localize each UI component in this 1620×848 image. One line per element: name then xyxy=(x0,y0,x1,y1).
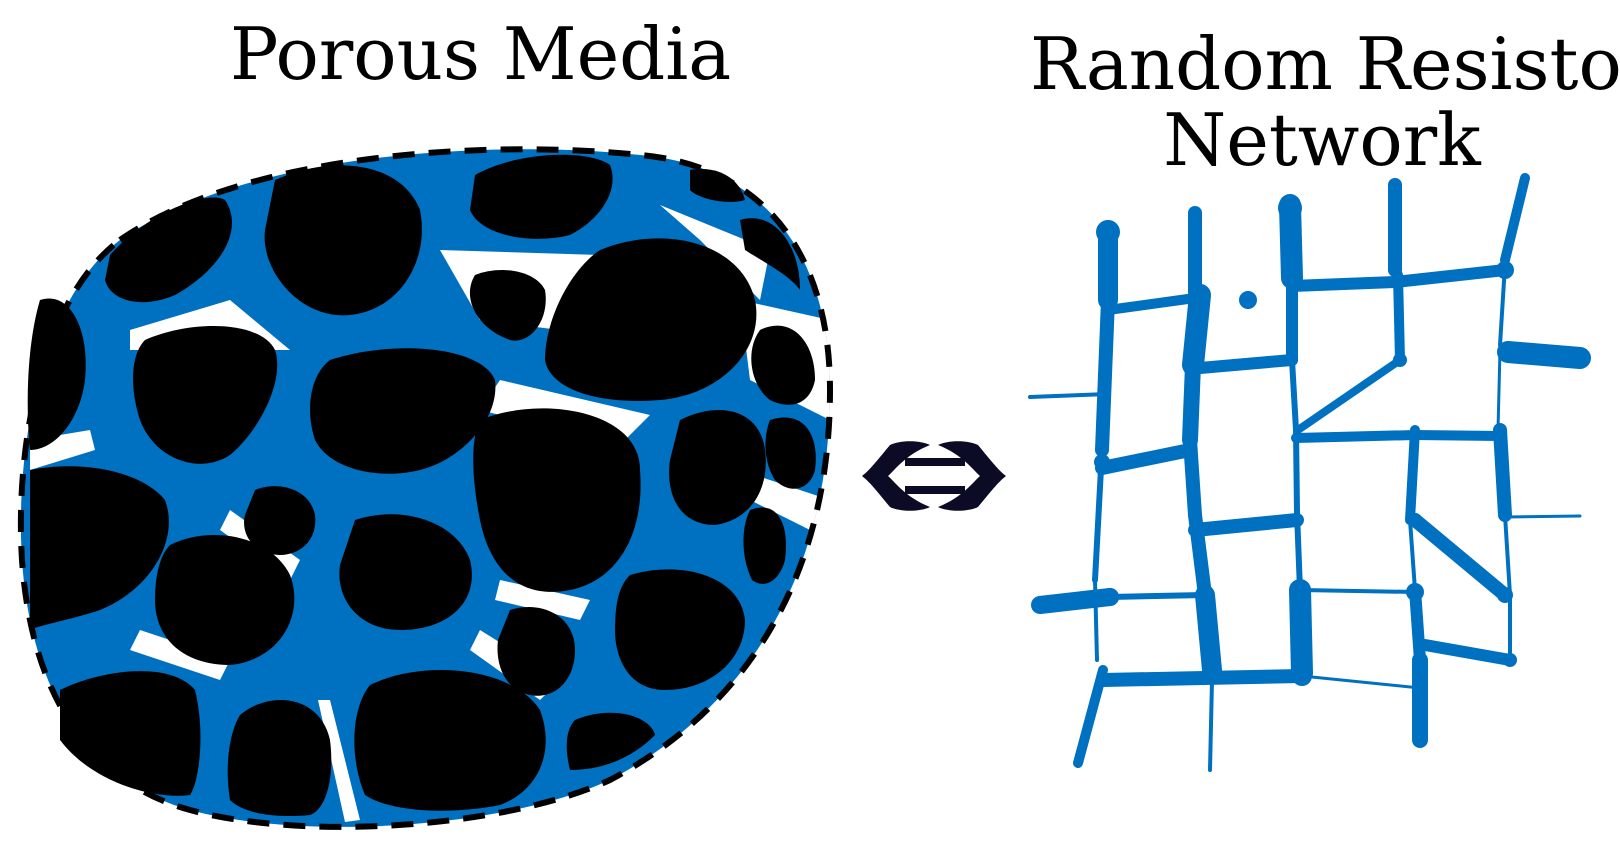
resistor-network-panel xyxy=(1028,173,1591,772)
node xyxy=(1503,653,1517,667)
node xyxy=(1493,425,1507,439)
resistor xyxy=(1389,264,1511,288)
resistor xyxy=(1208,678,1214,772)
grain xyxy=(751,325,815,405)
grain xyxy=(615,569,745,690)
resistor xyxy=(1410,430,1505,441)
grain xyxy=(105,197,232,303)
resistor xyxy=(1095,293,1115,457)
node xyxy=(1292,515,1302,525)
grain xyxy=(155,535,295,665)
arrow-head-left xyxy=(862,441,930,511)
resistor xyxy=(1195,585,1222,680)
node xyxy=(1094,454,1110,470)
resistor xyxy=(1408,518,1417,592)
resistor-network-title-line1: Random Resistor xyxy=(1030,22,1620,106)
grain xyxy=(497,606,575,696)
resistor xyxy=(1289,357,1299,433)
grain xyxy=(669,410,766,525)
resistor xyxy=(1096,669,1309,687)
grain xyxy=(27,298,86,450)
porous-media-panel xyxy=(17,146,834,830)
grain xyxy=(310,348,496,474)
grain xyxy=(30,466,169,630)
resistor xyxy=(1095,443,1197,475)
resistor-nodes xyxy=(1094,196,1517,698)
node xyxy=(1393,353,1407,367)
node xyxy=(1496,261,1514,279)
grain xyxy=(60,671,201,796)
resistor xyxy=(1500,173,1530,265)
node xyxy=(1278,196,1302,220)
node xyxy=(1500,512,1510,522)
node xyxy=(1500,344,1516,360)
node xyxy=(1412,682,1428,698)
double-headed-arrow-icon xyxy=(862,441,1006,511)
resistor xyxy=(1188,513,1304,537)
resistor xyxy=(1300,674,1422,690)
grain xyxy=(227,700,332,817)
grain xyxy=(743,507,786,584)
node xyxy=(1101,588,1119,606)
porous-media-boundary xyxy=(17,146,834,830)
resistor xyxy=(1182,357,1201,448)
resistor xyxy=(1497,341,1591,369)
resistor xyxy=(1293,427,1300,516)
porous-media-title: Porous Media xyxy=(230,12,732,96)
grain xyxy=(566,712,655,770)
grain xyxy=(469,270,546,341)
grain xyxy=(354,670,546,811)
grains xyxy=(27,154,816,817)
resistor xyxy=(1298,588,1417,594)
resistor xyxy=(1496,348,1502,432)
arrow-bar-top xyxy=(905,458,965,466)
grain xyxy=(545,238,757,401)
grain xyxy=(264,165,422,316)
grain xyxy=(339,514,472,630)
node xyxy=(1406,583,1424,601)
resistor xyxy=(1503,513,1512,597)
resistor xyxy=(1503,514,1582,519)
resistor xyxy=(1107,592,1208,600)
node xyxy=(1497,587,1513,603)
resistor-network-title-line2: Network xyxy=(1030,104,1620,176)
resistor xyxy=(1291,430,1420,443)
node xyxy=(1408,513,1422,527)
resistor xyxy=(1286,276,1401,292)
grain xyxy=(765,417,816,489)
arrow-bar-bottom xyxy=(905,486,965,494)
resistor xyxy=(1182,284,1211,376)
resistor xyxy=(1103,293,1200,315)
resistor xyxy=(1408,513,1512,602)
grain xyxy=(470,154,613,239)
grain xyxy=(244,486,316,555)
resistor xyxy=(1194,354,1298,374)
resistor xyxy=(1493,423,1512,522)
resistor xyxy=(1393,270,1405,365)
grain xyxy=(133,326,278,464)
node xyxy=(1096,220,1120,244)
resistor xyxy=(1031,588,1119,614)
node xyxy=(1292,582,1308,598)
resistor xyxy=(1289,579,1313,684)
node xyxy=(1239,291,1257,309)
node xyxy=(1292,666,1312,686)
grain xyxy=(473,408,641,592)
resistor xyxy=(1294,356,1404,434)
grain xyxy=(740,218,800,290)
resistor xyxy=(1419,639,1516,666)
grain xyxy=(690,169,745,202)
arrow-head-right xyxy=(938,441,1006,511)
resistor-network-title-line2-text: Network xyxy=(1163,98,1481,182)
resistor xyxy=(1028,392,1110,399)
resistor xyxy=(1405,425,1420,525)
resistor xyxy=(1409,584,1426,666)
